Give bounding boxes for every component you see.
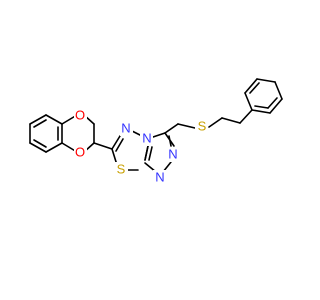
atom-s-thiadiazole: S — [117, 162, 126, 177]
atom-n-triazole-lower: N — [155, 170, 164, 185]
atom-labels: O O N N S N N S — [74, 108, 208, 185]
bond-dioxane-thiadiazole — [93, 142, 113, 150]
atom-n-bridge: N — [142, 131, 151, 146]
molecule-structure-diagram: O O N N S N N S — [29, 78, 283, 185]
methylene-thioether-chain — [164, 109, 253, 134]
benzodioxane-benzene-ring — [29, 114, 63, 153]
atom-n-thiadiazole: N — [121, 121, 130, 136]
atom-s-thioether: S — [198, 119, 207, 134]
atom-o-lower: O — [75, 145, 85, 160]
atom-n-triazole-right: N — [168, 147, 177, 162]
atom-o-upper: O — [75, 108, 85, 123]
phenyl-ring — [244, 78, 283, 114]
